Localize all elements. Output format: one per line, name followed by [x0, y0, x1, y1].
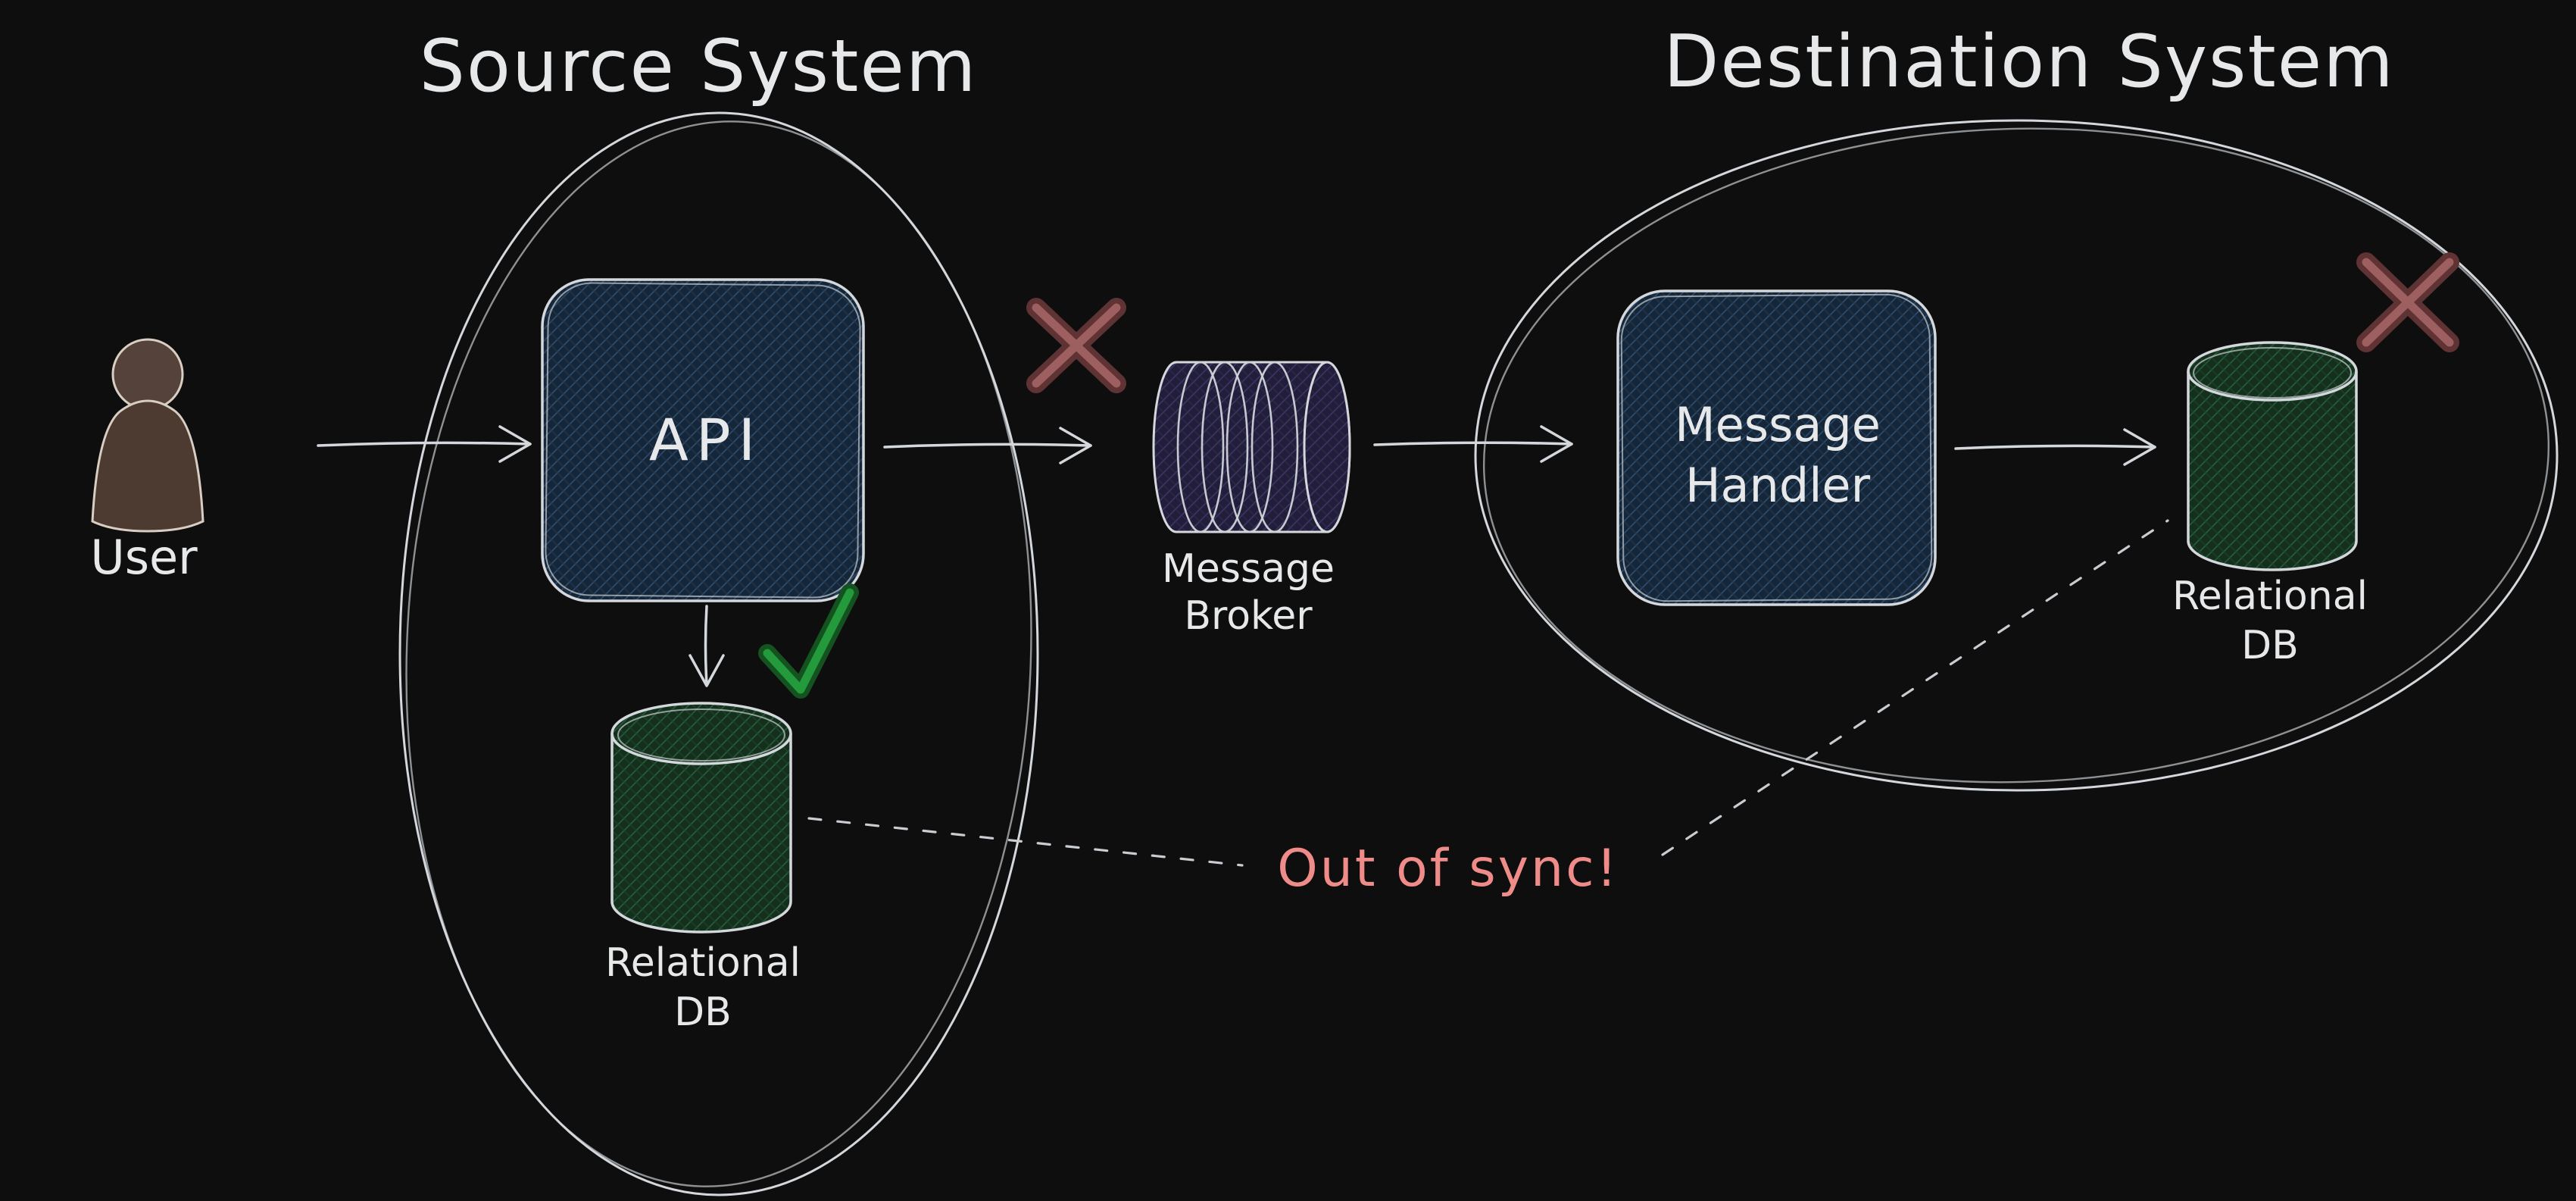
arrow-api-to-broker: [883, 427, 1092, 464]
source-db-cylinder: [610, 702, 792, 934]
success-check-icon: [758, 583, 859, 699]
arrow-api-to-sourcedb: [688, 605, 725, 687]
user-label: User: [90, 530, 198, 585]
api-label: API: [649, 406, 763, 474]
out-of-sync-dashed-line-left: [807, 817, 1244, 867]
message-handler-box: [1616, 289, 1937, 606]
broker-error-x-icon: [1026, 298, 1126, 393]
destdb-error-x-icon: [2356, 252, 2459, 352]
user-icon: [91, 338, 205, 533]
arrow-user-to-api: [317, 425, 532, 463]
source-system-title: Source System: [420, 25, 978, 108]
dest-db-label-line1: Relational: [2172, 574, 2368, 619]
handler-label-line1: Message: [1675, 397, 1881, 452]
arrow-broker-to-handler: [1373, 425, 1573, 463]
broker-label-line1: Message: [1162, 546, 1335, 592]
arrow-handler-to-destdb: [1954, 428, 2156, 466]
source-db-label-line2: DB: [674, 990, 732, 1035]
source-db-label-line1: Relational: [605, 940, 801, 986]
message-broker-icon: [1152, 361, 1351, 533]
broker-label-line2: Broker: [1184, 593, 1313, 639]
dest-db-cylinder: [2187, 341, 2358, 571]
handler-label-line2: Handler: [1685, 458, 1871, 513]
source-system-boundary: [398, 111, 1039, 1196]
out-of-sync-label: Out of sync!: [1277, 839, 1619, 899]
destination-system-title: Destination System: [1663, 20, 2395, 104]
api-box: [541, 278, 865, 602]
dest-db-label-line2: DB: [2241, 623, 2299, 668]
destination-system-boundary: [1474, 119, 2559, 792]
